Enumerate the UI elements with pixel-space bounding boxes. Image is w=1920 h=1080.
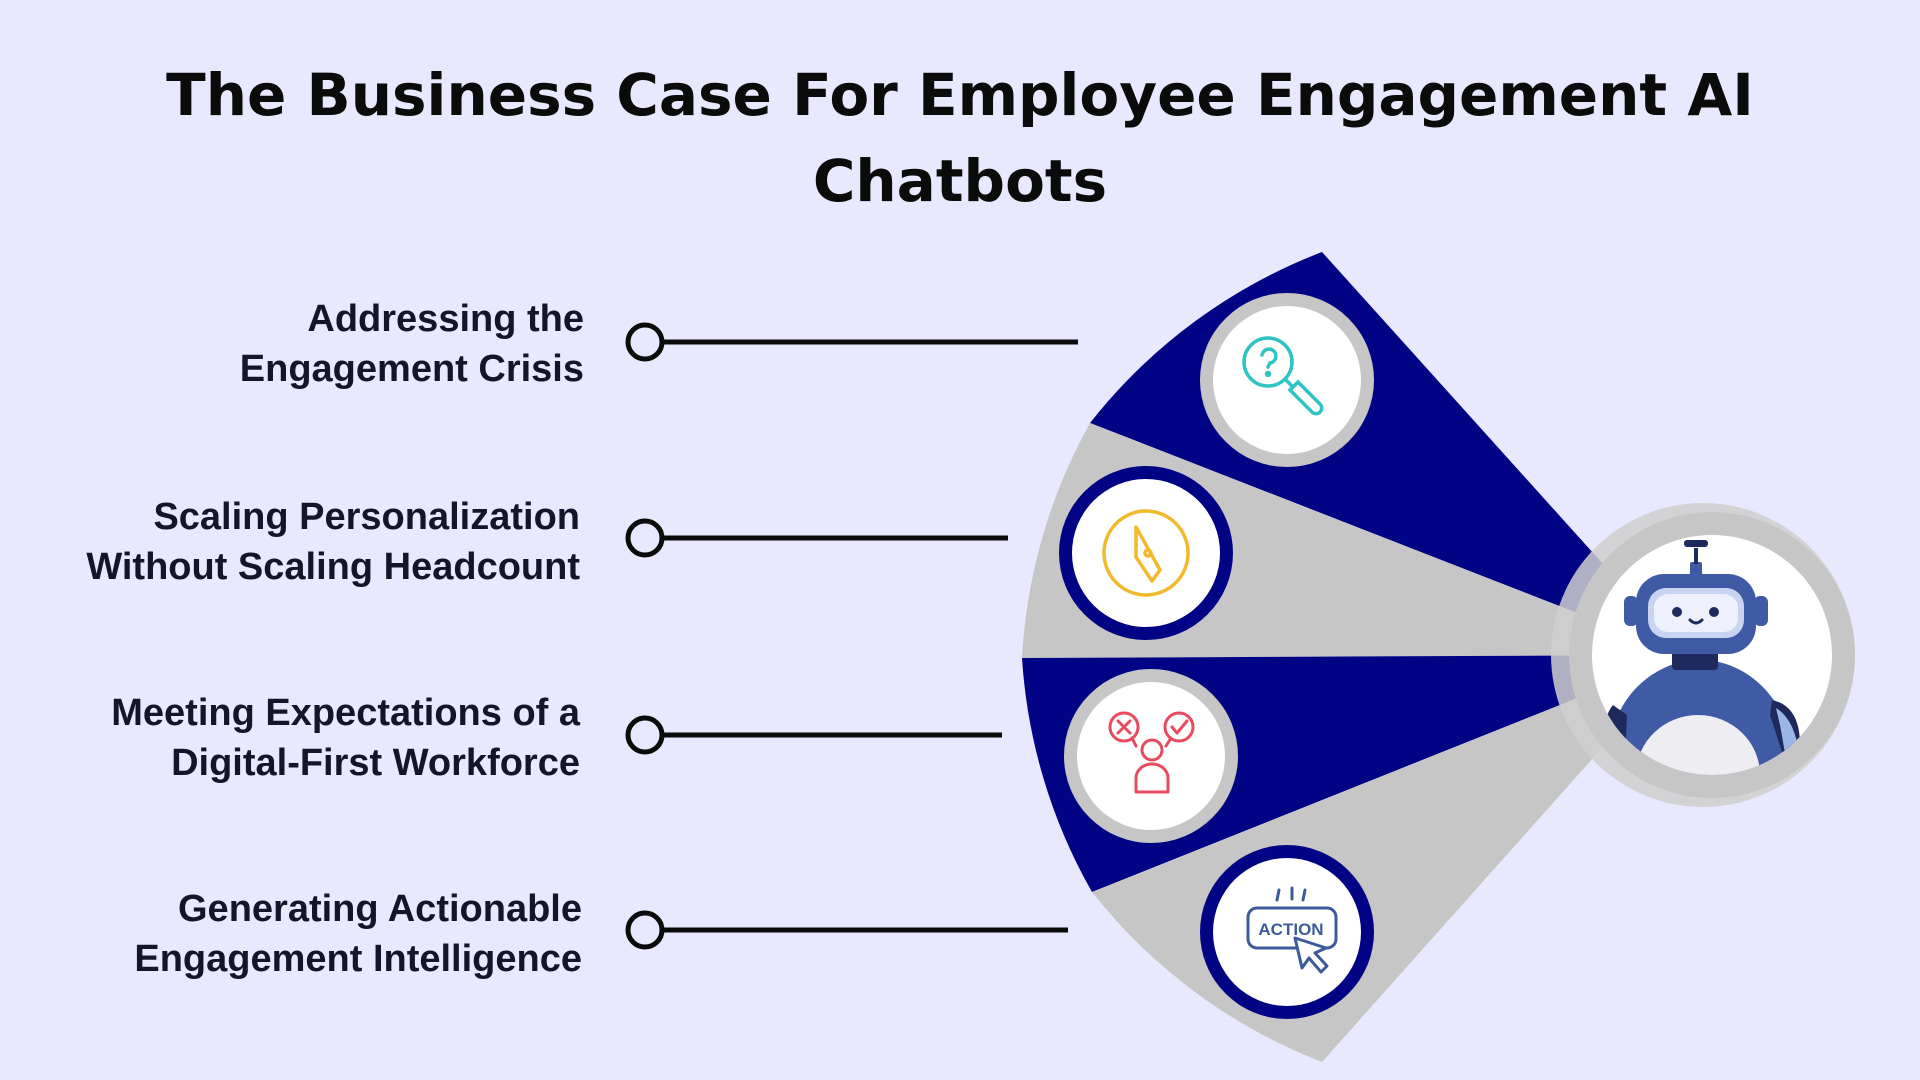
item-label-actionable-intelligence: Generating Actionable Engagement Intelli… [0, 884, 582, 984]
robot-icon [1604, 540, 1800, 775]
action-button-label: ACTION [1258, 920, 1323, 939]
title-line-2: Chatbots [812, 147, 1108, 215]
item-label-line: Addressing the [307, 298, 584, 340]
item-label-line: Digital-First Workforce [171, 742, 580, 784]
badge-scaling-personalization [1059, 466, 1233, 640]
badge-actionable-intelligence: ACTION [1200, 845, 1374, 1019]
item-label-line: Engagement Crisis [239, 348, 584, 390]
item-label-line: Without Scaling Headcount [86, 546, 580, 588]
action-button-icon [1246, 886, 1338, 974]
item-label-line: Scaling Personalization [153, 496, 580, 538]
connector-1 [625, 322, 1078, 362]
title-line-1: The Business Case For Employee Engagemen… [166, 61, 1754, 129]
robot-hub [1551, 503, 1855, 807]
badge-digital-first [1064, 669, 1238, 843]
connector-2 [625, 518, 1008, 558]
compass-icon [1102, 509, 1190, 597]
item-label-scaling-personalization: Scaling Personalization Without Scaling … [0, 492, 580, 592]
decision-person-icon [1108, 711, 1195, 794]
magnifier-question-icon [1242, 336, 1324, 416]
badge-engagement-crisis [1200, 293, 1374, 467]
item-label-line: Meeting Expectations of a [111, 692, 580, 734]
page-title: The Business Case For Employee Engagemen… [0, 52, 1920, 224]
connector-3 [625, 715, 1002, 755]
item-label-line: Engagement Intelligence [134, 938, 582, 980]
item-label-digital-first: Meeting Expectations of a Digital-First … [0, 688, 580, 788]
connector-4 [625, 910, 1068, 950]
item-label-engagement-crisis: Addressing the Engagement Crisis [0, 294, 584, 394]
item-label-line: Generating Actionable [178, 888, 582, 930]
